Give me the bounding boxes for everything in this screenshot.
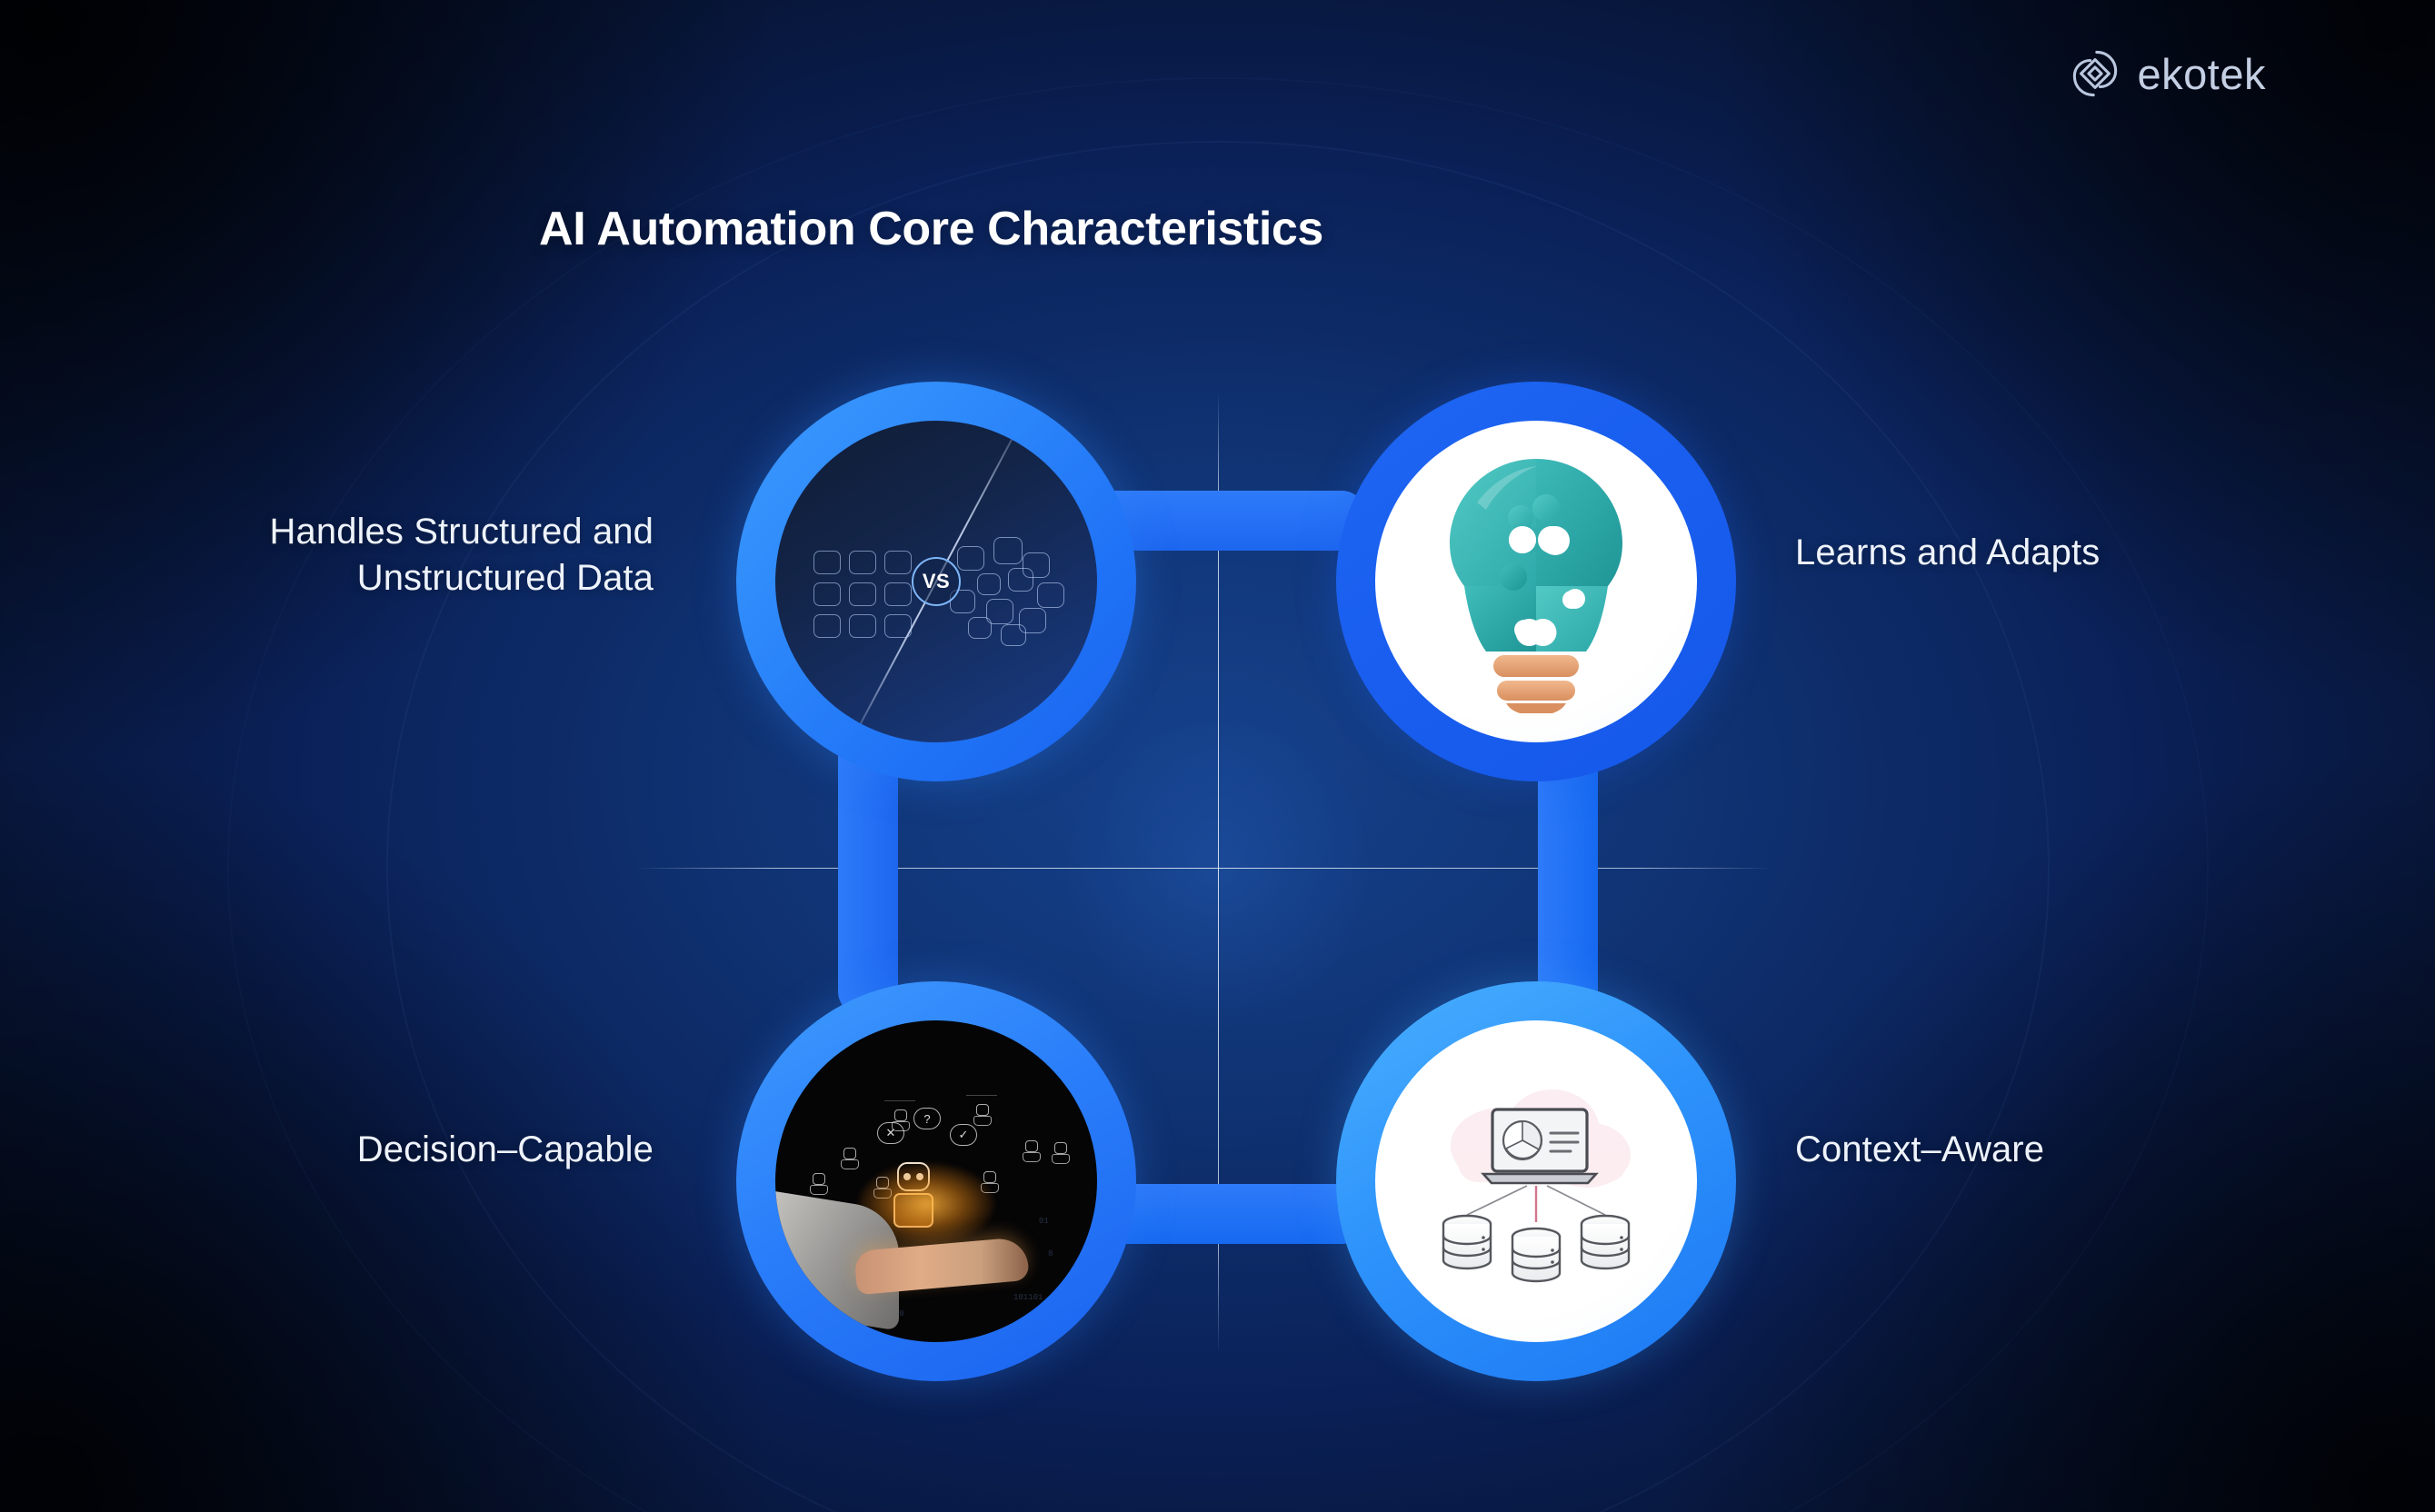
cloud-laptop-databases-icon: [1442, 1089, 1631, 1283]
brand-logo-text: ekotek: [2137, 49, 2266, 98]
crosshair-vertical-line: [1218, 391, 1219, 1354]
label-handles-data-line1: Handles Structured and: [269, 512, 654, 552]
question-bubble-icon: ?: [913, 1108, 941, 1129]
brand-logo[interactable]: ekotek: [2069, 47, 2266, 100]
label-decision-capable: Decision–Capable: [356, 1129, 654, 1169]
node-image-context-aware: [1375, 1020, 1697, 1342]
node-context-aware[interactable]: [1336, 981, 1736, 1381]
label-learns-adapts: Learns and Adapts: [1795, 532, 2101, 572]
vs-badge: VS: [912, 557, 961, 606]
node-decision-capable[interactable]: dreo 101101 0110 01 8 ✕ ? ✓: [736, 981, 1136, 1381]
check-bubble-icon: ✓: [950, 1124, 977, 1146]
structured-vs-unstructured-data-image: VS: [775, 421, 1097, 742]
node-image-decision-capable: dreo 101101 0110 01 8 ✕ ? ✓: [775, 1020, 1097, 1342]
label-handles-data: Handles Structured and Unstructured Data: [72, 509, 654, 602]
node-image-learns-adapts: [1375, 421, 1697, 742]
node-handles-data[interactable]: VS: [736, 382, 1136, 781]
label-context-aware: Context–Aware: [1795, 1129, 2045, 1169]
label-handles-data-line2: Unstructured Data: [356, 558, 654, 599]
interlocking-diamond-logo-icon: [2072, 50, 2117, 97]
puzzle-lightbulb-icon: [1450, 459, 1622, 713]
node-image-handles-data: VS: [775, 421, 1097, 742]
x-bubble-icon: ✕: [877, 1122, 904, 1144]
node-learns-adapts[interactable]: [1336, 382, 1736, 781]
crosshair-horizontal-line: [636, 868, 1772, 869]
hand-holding-ai-robot-image: dreo 101101 0110 01 8 ✕ ? ✓: [775, 1020, 1097, 1342]
page-title-text: AI Automation Core Characteristics: [539, 203, 1323, 255]
page-title: AI Automation Core Characteristics: [0, 202, 2435, 256]
structured-grid-icon: [813, 551, 912, 638]
